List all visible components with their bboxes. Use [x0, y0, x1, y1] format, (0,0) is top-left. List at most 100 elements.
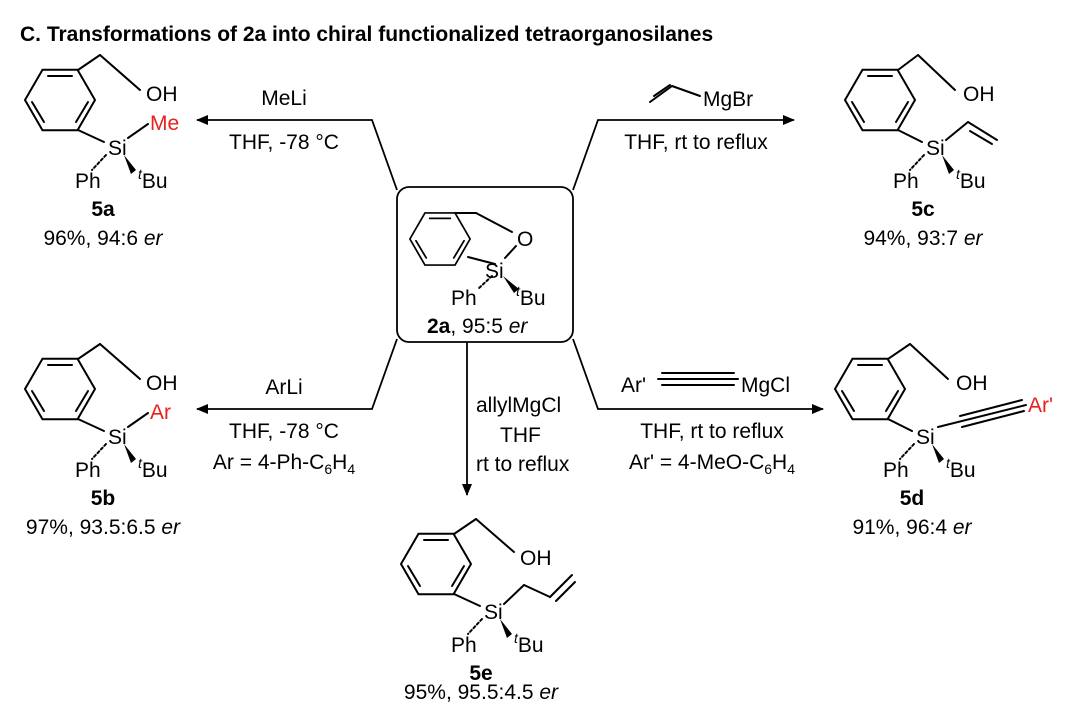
svg-text:tBu: tBu [514, 630, 544, 657]
reagent-5d-ar: Ar' [621, 374, 646, 397]
substituent-ar-5b: Ar [150, 401, 171, 424]
conditions-5b: ArLi THF, -78 °C Ar = 4-Ph-C6H4 [213, 376, 355, 477]
atom-bu-5d: Bu [950, 459, 976, 482]
compound-5b-structure [24, 343, 149, 463]
atom-t-5c: t [956, 166, 961, 182]
svg-text:91%, 96:4 er: 91%, 96:4 er [852, 516, 972, 539]
svg-text:tBu: tBu [946, 455, 976, 482]
atom-si-5b: Si [108, 426, 127, 449]
atom-si-2a: Si [485, 260, 504, 283]
solvent-5b: THF, -78 °C [229, 420, 339, 443]
arrow-to-5c [572, 115, 795, 191]
atom-ph-5b: Ph [75, 459, 101, 482]
solvent-5d: THF, rt to reflux [640, 420, 784, 443]
atom-ph-5e: Ph [451, 634, 477, 657]
atom-o-2a: O [517, 228, 533, 251]
atom-bu-2a: Bu [520, 287, 546, 310]
conditions-5c: MgBr THF, rt to reflux [624, 84, 768, 154]
atom-oh-5b: OH [146, 372, 178, 395]
compound-5e: OH Si Ph tBu 5e 95%, 95.5:4.5 er [400, 518, 576, 704]
solvent-5e: THF [500, 424, 541, 447]
ar-def-5d-sub1: 6 [764, 461, 772, 477]
label-5c: 5c [911, 198, 935, 221]
scheme-title: C. Transformations of 2a into chiral fun… [20, 23, 713, 46]
atom-ph-2a: Ph [451, 287, 477, 310]
svg-text:94%, 93:7 er: 94%, 93:7 er [863, 227, 983, 250]
label-5e: 5e [469, 662, 492, 685]
reagent-5d-mgcl: MgCl [741, 374, 790, 397]
svg-text:97%, 93.5:6.5 er: 97%, 93.5:6.5 er [26, 516, 181, 539]
atom-t-5b: t [138, 455, 143, 471]
atom-bu-5b: Bu [142, 459, 168, 482]
compound-5a: OH Si Me Ph tBu 5a 96%, 94:6 er [24, 54, 179, 250]
atom-bu-5a: Bu [142, 170, 168, 193]
atom-oh-5a: OH [146, 83, 178, 106]
ar-def-5d-sub2: 4 [787, 461, 795, 477]
arrow-to-5a [196, 115, 398, 191]
yield-er-5a: 96%, 94:6 [43, 227, 138, 250]
substituent-ar-prime-5d: Ar' [1028, 394, 1053, 417]
ar-def-5b-sub2: 4 [347, 461, 355, 477]
atom-bu-5c: Bu [960, 170, 986, 193]
yield-er-5c: 94%, 93:7 [863, 227, 958, 250]
atom-si-5c: Si [926, 137, 945, 160]
conditions-5d: Ar' MgCl THF, rt to reflux Ar' = 4-MeO-C… [621, 372, 795, 477]
atom-ph-5c: Ph [893, 170, 919, 193]
atom-si-5a: Si [108, 137, 127, 160]
temp-5e: rt to reflux [476, 453, 570, 476]
ar-def-5d-mid: H [772, 451, 787, 474]
atom-t-5d: t [946, 455, 951, 471]
er-suffix-5a: er [144, 227, 164, 250]
yield-er-5e: 95%, 95.5:4.5 [404, 681, 534, 704]
er-suffix-5c: er [964, 227, 984, 250]
compound-5e-structure [400, 518, 576, 638]
atom-t-5a: t [138, 166, 143, 182]
atom-oh-5c: OH [963, 83, 995, 106]
er-suffix-5b: er [161, 516, 181, 539]
compound-5a-structure [24, 54, 149, 174]
atom-oh-5d: OH [956, 372, 988, 395]
solvent-5c: THF, rt to reflux [624, 131, 768, 154]
ar-def-5b: Ar = 4-Ph-C [213, 451, 324, 474]
label-5b: 5b [91, 487, 116, 510]
label-5d: 5d [900, 487, 925, 510]
ar-def-5b-sub1: 6 [324, 461, 332, 477]
arrow-to-5d [572, 338, 824, 414]
yield-er-5d: 91%, 96:4 [852, 516, 947, 539]
conditions-5a: MeLi THF, -78 °C [229, 87, 339, 154]
reagent-5b: ArLi [265, 376, 302, 399]
compound-2a-structure [409, 212, 519, 293]
alkyne-reagent-bonds [657, 372, 739, 386]
compound-5c: OH Si Ph tBu 5c 94%, 93:7 er [844, 54, 998, 250]
atom-bu-5e: Bu [518, 634, 544, 657]
label-5a: 5a [91, 198, 115, 221]
atom-t-5e: t [514, 630, 519, 646]
atom-oh-5e: OH [520, 547, 552, 570]
conditions-5e: allylMgCl THF rt to reflux [476, 394, 570, 476]
atom-si-5d: Si [916, 426, 935, 449]
solvent-5a: THF, -78 °C [229, 131, 339, 154]
svg-text:tBu: tBu [138, 166, 168, 193]
substituent-me-5a: Me [150, 112, 179, 135]
er-2a: 95:5 [462, 315, 503, 338]
atom-si-5e: Si [484, 601, 503, 624]
svg-text:Ar = 4-Ph-C6H4: Ar = 4-Ph-C6H4 [213, 451, 355, 477]
ar-def-5d: Ar' = 4-MeO-C [629, 451, 764, 474]
ar-def-5b-mid: H [332, 451, 347, 474]
compound-2a-frame [396, 186, 574, 343]
reagent-5e: allylMgCl [476, 394, 561, 417]
svg-text:tBu: tBu [956, 166, 986, 193]
arrow-to-5b [196, 338, 398, 414]
svg-text:2a, 95:5 er: 2a, 95:5 er [427, 315, 528, 338]
er-suffix-5d: er [953, 516, 973, 539]
label-2a: 2a [427, 315, 451, 338]
svg-text:95%, 95.5:4.5 er: 95%, 95.5:4.5 er [404, 681, 559, 704]
atom-ph-5d: Ph [883, 459, 909, 482]
atom-t-2a: t [516, 283, 521, 299]
reagent-5c: MgBr [703, 88, 753, 111]
yield-er-5b: 97%, 93.5:6.5 [26, 516, 156, 539]
compound-5c-structure [844, 54, 998, 174]
er-suffix-2a: er [509, 315, 529, 338]
svg-text:Ar' = 4-MeO-C6H4: Ar' = 4-MeO-C6H4 [629, 451, 795, 477]
